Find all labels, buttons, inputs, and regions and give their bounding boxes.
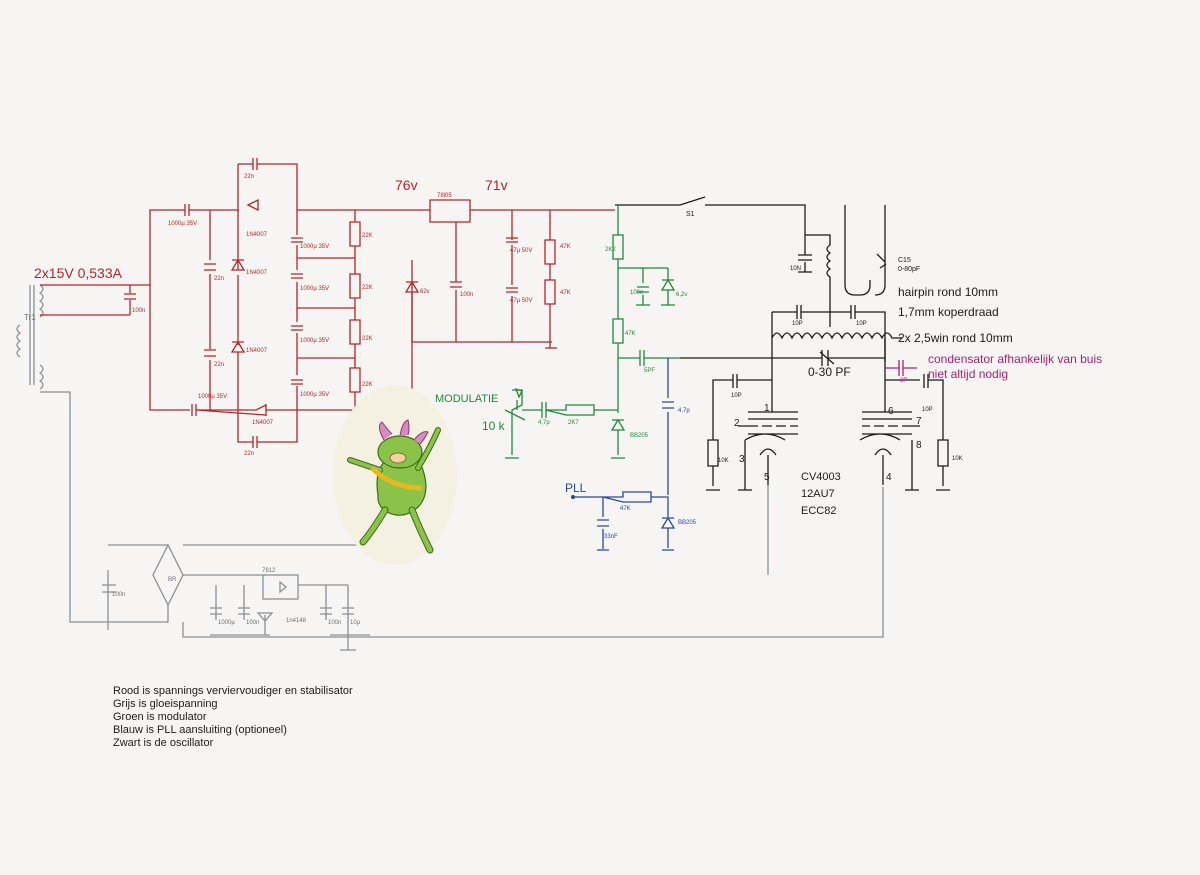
- cap-stack-3: 1000µ 35V: [300, 338, 329, 344]
- cap-stack-4: 1000µ 35V: [300, 392, 329, 398]
- tube-12au7: 12AU7: [801, 488, 835, 500]
- cap-stack-1: 1000µ 35V: [300, 244, 329, 250]
- legend-item-black: Zwart is de oscillator: [113, 737, 214, 749]
- regulator-7812-label: 7812: [262, 568, 276, 574]
- pin-1: 1: [764, 403, 770, 414]
- cap-stack-2: 1000µ 35V: [300, 286, 329, 292]
- filament-supply: Tr1 BR 7812 100n 1000µ 100n 1n4148 100n …: [16, 284, 884, 651]
- cap-100n-filament: 100n: [112, 592, 125, 598]
- modulation-label: MODULATIE: [435, 393, 498, 405]
- resistor-47k-green: 47K: [625, 331, 636, 337]
- cap-10p-b: 10P: [856, 321, 867, 327]
- cap-22n-b: 22n: [214, 276, 224, 282]
- cap-100n-filament-2: 100n: [246, 620, 259, 626]
- pin-8: 8: [916, 440, 922, 451]
- resistor-22k-3: 22K: [362, 336, 373, 342]
- varicap-bb205: BB205: [630, 433, 649, 439]
- legend-item-red: Rood is spannings verviervoudiger en sta…: [113, 685, 353, 697]
- cap-10n: 10N: [790, 266, 801, 272]
- resistor-47k-2: 47K: [560, 290, 571, 296]
- tube-ecc82: ECC82: [801, 505, 836, 517]
- capacitor-note-1: condensator afhankelijk van buis: [928, 352, 1102, 366]
- diode-1n4007-b: 1N4007: [246, 270, 268, 276]
- cap-100n-filament-3: 100n: [328, 620, 341, 626]
- zener-62v: 62v: [420, 289, 430, 295]
- resistor-22k-2: 22K: [362, 285, 373, 291]
- voltage-multiplier: 2x15V 0,533A 76v 71v 78l05 100n 1000µ 35…: [34, 158, 615, 457]
- cap-100n-input: 100n: [132, 308, 145, 314]
- color-legend: Rood is spannings verviervoudiger en sta…: [113, 685, 353, 750]
- cap-1000u-top: 1000µ 35V: [168, 221, 197, 227]
- pll-connection: PLL 4,7p 47K 33nF BB205: [565, 358, 697, 551]
- legend-item-blue: Blauw is PLL aansluiting (optioneel): [113, 724, 287, 736]
- cap-10p-c: 10P: [731, 393, 742, 399]
- cap-100n-green: 100n: [630, 290, 643, 296]
- pin-6: 6: [888, 406, 894, 417]
- pin-7: 7: [916, 416, 922, 427]
- cap-3p: 3P: [900, 378, 907, 384]
- mascot-illustration: [333, 385, 457, 565]
- zener-6v2: 6,2v: [676, 292, 687, 298]
- transformer-label: Tr1: [24, 313, 36, 322]
- optional-capacitor: 3P condensator afhankelijk van buis niet…: [885, 352, 1102, 384]
- diode-1n4007-d: 1N4007: [252, 420, 274, 426]
- resistor-22k-4: 22K: [362, 382, 373, 388]
- cap-4p7-blue: 4,7p: [678, 408, 690, 414]
- diode-1n4007-a: 1N4007: [246, 232, 268, 238]
- varicap-bb205-blue: BB205: [678, 520, 697, 526]
- potentiometer-10k[interactable]: 10 k: [482, 419, 506, 433]
- cap-10p-a: 10P: [792, 321, 803, 327]
- cap-100n-regulator: 100n: [460, 292, 473, 298]
- voltage-76v: 76v: [395, 177, 418, 193]
- resistor-10k-a: 10K: [718, 458, 729, 464]
- cap-47u-2: 47µ 50V: [510, 298, 532, 304]
- wire-note: 1,7mm koperdraad: [898, 305, 999, 319]
- resistor-2k2: 2K2: [605, 247, 616, 253]
- diode-1n4148-label: 1n4148: [286, 618, 307, 624]
- modulator: MODULATIE 10 k 4,7p 2K7 BB205 2K2 100n 6…: [435, 205, 687, 459]
- legend-item-green: Groen is modulator: [113, 711, 207, 723]
- pin-5: 5: [764, 472, 770, 483]
- oscillator: S1 10N C15 0-80pF hairpin rond 10mm 1,7m…: [615, 196, 1013, 517]
- pin-4: 4: [886, 472, 892, 483]
- cap-22n-a: 22n: [244, 174, 254, 180]
- hairpin-note: hairpin rond 10mm: [898, 285, 998, 299]
- cap-4p7: 4,7p: [538, 420, 550, 426]
- switch-s1[interactable]: S1: [686, 211, 695, 218]
- regulator-78l05-label: 78l05: [437, 193, 452, 199]
- diode-1n4007-c: 1N4007: [246, 348, 268, 354]
- cap-33nf: 33nF: [604, 534, 618, 540]
- pll-label: PLL: [565, 481, 587, 495]
- pin-3: 3: [739, 454, 745, 465]
- legend-item-grey: Grijs is gloeispanning: [113, 698, 218, 710]
- cap-5pf: 5PF: [644, 368, 655, 374]
- transformer-rating: 2x15V 0,533A: [34, 265, 123, 281]
- cap-22n-d: 22n: [244, 451, 254, 457]
- variable-capacitor-0-30pf: 0-30 PF: [808, 365, 851, 379]
- c15-value: 0-80pF: [898, 266, 920, 273]
- cap-47u-1: 47µ 50V: [510, 248, 532, 254]
- capacitor-note-2: niet altijd nodig: [928, 367, 1008, 381]
- cap-1000u-bottom: 1000µ 35V: [198, 394, 227, 400]
- pin-2: 2: [734, 418, 740, 429]
- cap-10u-filament: 10µ: [350, 620, 361, 626]
- winding-note: 2x 2,5win rond 10mm: [898, 331, 1013, 345]
- voltage-71v: 71v: [485, 177, 508, 193]
- tube-cv4003: CV4003: [801, 471, 841, 483]
- resistor-2k7: 2K7: [568, 420, 579, 426]
- resistor-10k-b: 10K: [952, 456, 963, 462]
- resistor-47k-blue: 47K: [620, 506, 631, 512]
- cap-1000u-filament: 1000µ: [218, 620, 235, 626]
- resistor-47k-1: 47K: [560, 244, 571, 250]
- bridge-label: BR: [168, 577, 177, 583]
- cap-10p-d: 10P: [922, 407, 933, 413]
- cap-22n-c: 22n: [214, 362, 224, 368]
- resistor-22k-1: 22K: [362, 233, 373, 239]
- c15-label: C15: [898, 257, 911, 264]
